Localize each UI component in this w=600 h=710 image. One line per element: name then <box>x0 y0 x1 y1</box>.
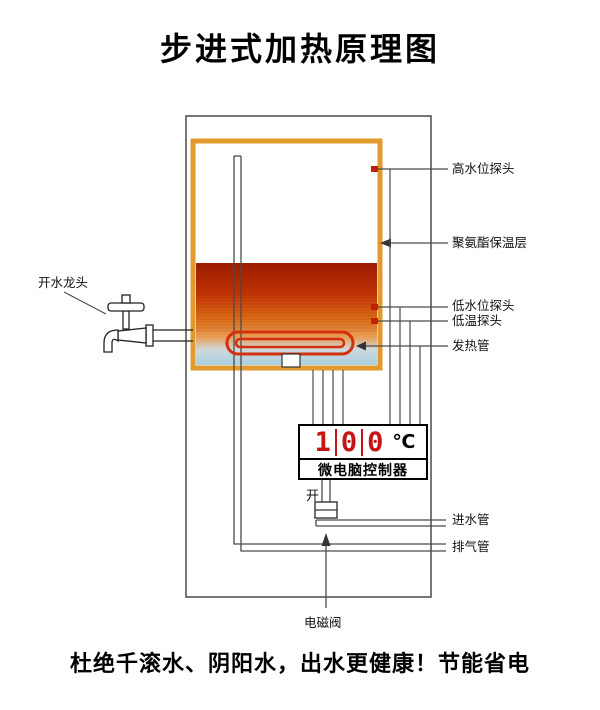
faucet-knob <box>121 294 131 304</box>
hot-water-texture <box>196 263 377 333</box>
coil-terminal <box>281 353 301 368</box>
label-solenoid-valve: 电磁阀 <box>304 616 342 630</box>
label-valve-open: 开 <box>306 488 320 503</box>
bottom-slogan: 杜绝千滚水、阴阳水，出水更健康！节能省电 <box>69 651 530 676</box>
label-faucet: 开水龙头 <box>38 276 89 290</box>
faucet-handle <box>107 302 145 312</box>
heating-tube-arrow <box>356 341 366 351</box>
solenoid-valve <box>314 501 338 519</box>
insulation-arrow <box>380 238 391 248</box>
probe-dots <box>371 166 378 324</box>
temp-digit: 1 <box>314 426 331 458</box>
temp-digit: 0 <box>334 428 361 456</box>
label-low-temp-probe: 低温探头 <box>452 314 503 328</box>
faucet <box>63 291 193 353</box>
sensor-wires <box>312 169 421 424</box>
water-tank <box>190 138 383 371</box>
temp-digit: 0 <box>361 428 387 456</box>
faucet-spout <box>103 329 119 353</box>
inlet-pipe <box>315 480 446 527</box>
controller-display: 1 0 0 ℃ 微电脑控制器 <box>298 424 428 480</box>
high-water-probe-dot <box>371 166 378 172</box>
label-high-water-probe: 高水位探头 <box>452 162 515 176</box>
label-exhaust-pipe: 排气管 <box>452 540 490 554</box>
label-insulation-layer: 聚氨酯保温层 <box>452 236 528 250</box>
page-title: 步进式加热原理图 <box>159 31 440 67</box>
faucet-stem <box>122 310 130 330</box>
exhaust-pipe <box>233 155 446 552</box>
label-inlet-pipe: 进水管 <box>452 513 490 527</box>
faucet-body <box>117 327 147 344</box>
low-water-probe-dot <box>371 304 378 310</box>
label-heating-tube: 发热管 <box>452 339 490 353</box>
heating-coil <box>225 330 355 368</box>
faucet-leader <box>63 291 107 315</box>
temp-unit: ℃ <box>392 431 416 453</box>
low-temp-probe-dot <box>371 318 378 324</box>
label-low-water-probe: 低水位探头 <box>452 299 515 313</box>
cabinet-outline <box>185 115 432 598</box>
valve-pointer-arrow <box>321 533 331 608</box>
faucet-flange <box>145 324 154 347</box>
temperature-readout: 1 0 0 ℃ <box>300 426 426 460</box>
controller-name: 微电脑控制器 <box>318 462 408 478</box>
